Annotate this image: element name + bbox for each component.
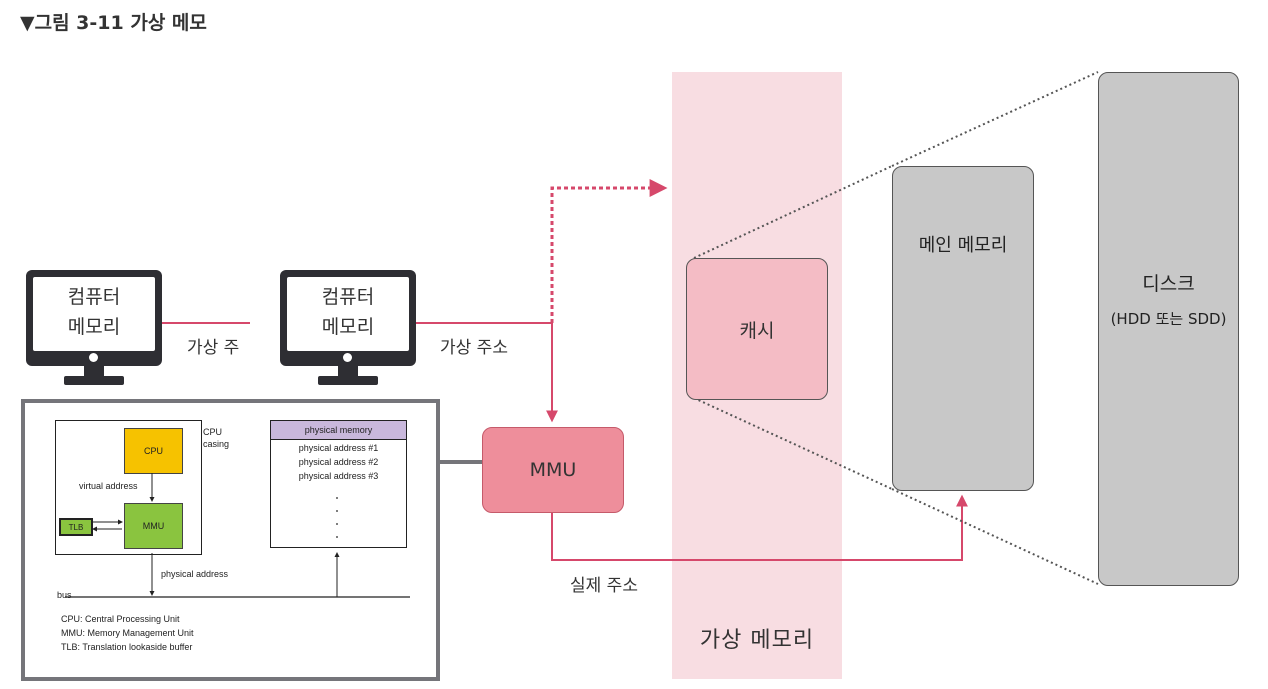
cpu-chip-label: CPU <box>143 446 163 456</box>
mmu-chip: MMU <box>124 503 183 549</box>
disk-box: 디스크 (HDD 또는 SDD) <box>1098 72 1239 586</box>
figure-title: ▼그림 3-11 가상 메모 <box>20 12 207 34</box>
monitor-stand <box>318 376 378 385</box>
cpu-casing-box <box>55 420 202 555</box>
virtual-address-label: 가상 주소 <box>440 338 508 358</box>
physical-address-row-1: physical address #1 <box>298 443 379 453</box>
legend-mmu: MMU: Memory Management Unit <box>61 628 194 638</box>
mmu-box: MMU <box>482 427 624 513</box>
cpu-casing-label-line1: CPU <box>203 427 223 437</box>
legend-tlb: TLB: Translation lookaside buffer <box>61 642 193 652</box>
pyramid-bottom-1 <box>693 397 893 490</box>
cache-box: 캐시 <box>686 258 828 400</box>
monitor-neck <box>338 366 358 376</box>
power-dot <box>343 353 352 362</box>
physical-memory-header: physical memory <box>271 421 406 440</box>
main-memory-label: 메인 메모리 <box>918 234 1008 256</box>
mmu-label: MMU <box>529 459 577 481</box>
cache-label: 캐시 <box>739 319 775 342</box>
monitor-display <box>33 277 155 351</box>
monitor-stand <box>64 376 124 385</box>
pyramid-bottom-2 <box>891 488 1099 585</box>
virtual-memory-label: 가상 메모리 <box>699 628 815 653</box>
disk-label: 디스크 <box>1142 273 1195 295</box>
mmu-chip-label: MMU <box>142 521 165 531</box>
cpu-casing-label-line2: casing <box>203 439 230 449</box>
ellipsis-dot-3 <box>336 523 338 525</box>
computer-memory-monitor-1: 컴퓨터 메모리 <box>26 270 162 390</box>
computer-memory-monitor-2: 컴퓨터 메모리 <box>280 270 416 390</box>
physical-address-row-2: physical address #2 <box>298 457 379 467</box>
legend-cpu: CPU: Central Processing Unit <box>61 614 180 624</box>
ellipsis-dot-2 <box>336 510 338 512</box>
tlb-chip-label: TLB <box>68 522 84 532</box>
bus-label: bus <box>57 590 72 600</box>
inset-connectors <box>65 473 410 598</box>
monitor-label-line1: 컴퓨터 <box>321 286 375 308</box>
monitor-label-line2: 메모리 <box>321 316 375 338</box>
physical-address-arrow <box>551 494 968 561</box>
cpu-chip: CPU <box>124 428 183 474</box>
physical-memory-box <box>270 420 407 548</box>
monitor-label: 컴퓨터 메모리 <box>33 282 155 342</box>
physical-address-label: 실제 주소 <box>570 576 638 596</box>
pyramid-top-2 <box>891 71 1099 167</box>
mmu-detail-inset: CPU casing CPU MMU TLB virtual address p… <box>21 399 440 681</box>
monitor-label: 컴퓨터 메모리 <box>287 282 409 342</box>
physical-address-row-3: physical address #3 <box>298 471 379 481</box>
physical-memory-title: physical memory <box>304 425 373 435</box>
inset-virtual-address-label: virtual address <box>79 481 138 491</box>
main-memory-box: 메인 메모리 <box>892 166 1034 491</box>
monitor-neck <box>84 366 104 376</box>
inset-physical-address-label: physical address <box>161 569 229 579</box>
disk-sublabel: (HDD 또는 SDD) <box>1110 310 1227 328</box>
monitor-label-line2: 메모리 <box>67 316 121 338</box>
pyramid-top-1 <box>693 165 893 259</box>
ellipsis-dot-1 <box>336 497 338 499</box>
monitor-display <box>287 277 409 351</box>
monitor-label-line1: 컴퓨터 <box>67 286 121 308</box>
virtual-address-label-cut: 가상 주 <box>187 338 240 358</box>
power-dot <box>89 353 98 362</box>
cache-dotted-arrow <box>550 179 668 323</box>
ellipsis-dot-4 <box>336 536 338 538</box>
